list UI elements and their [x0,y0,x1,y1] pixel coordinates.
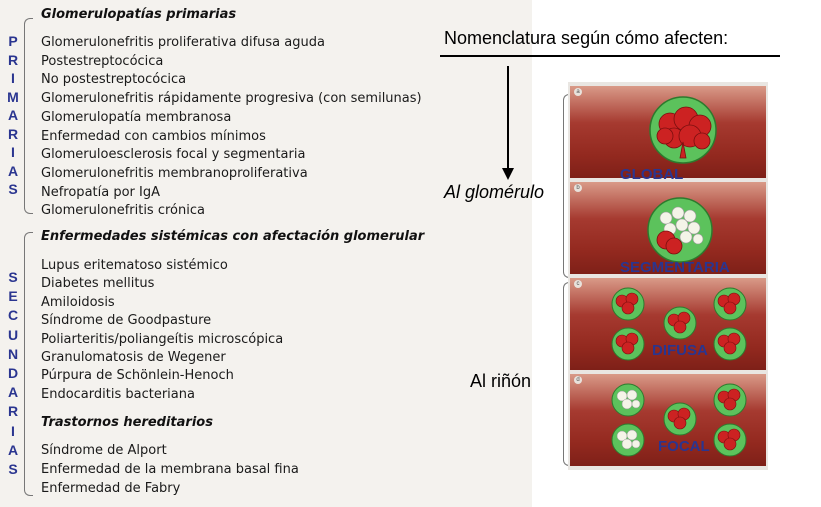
segmental-glomerulus-drawing [647,197,713,263]
vertical-letter: A [7,441,19,458]
diffuse-lesions [615,292,741,355]
tile-segmentaria: b SEGMENTARIA [570,182,766,276]
vertical-letter: S [8,181,18,197]
list-item: Poliarteritis/poliangeítis microscópica [41,331,284,347]
tile-letter-c: c [574,280,582,288]
list-item: Endocarditis bacteriana [41,386,195,402]
primarias-brace [24,18,33,214]
rinon-brace [563,282,572,466]
focal-normal-cells [616,389,641,450]
list-item: Amiloidosis [41,294,115,310]
tile-focal: d FOCAL [570,374,766,466]
label-al-glomerulo: Al glomérulo [444,182,545,202]
down-arrow-icon [502,168,514,180]
vertical-letter: D [7,364,19,381]
arteriole [679,141,687,159]
title-underline [440,55,780,57]
vertical-letter: I [11,144,15,160]
lesion-cluster [656,106,712,150]
vertical-letter: S [8,269,18,285]
tile-letter-b: b [574,184,582,192]
list-item: Nefropatía por IgA [41,184,160,200]
global-glomerulus-drawing [649,96,717,164]
label-al-rinon: Al riñón [470,371,532,391]
vertical-letter: N [7,345,19,362]
vertical-letter: A [7,384,19,401]
vertical-letter: E [8,288,18,305]
tile-label-global: GLOBAL [620,166,684,183]
list-item: Púrpura de Schönlein-Henoch [41,368,234,384]
list-item: Diabetes mellitus [41,276,155,292]
list-item: Enfermedad con cambios mínimos [41,128,266,144]
vertical-letter: R [7,125,19,142]
list-item: Glomerulopatía membranosa [41,109,232,125]
list-item: Glomeruloesclerosis focal y segmentaria [41,147,306,163]
histology-figure: a GLOBAL b SEGMENTARIA [568,82,768,470]
vertical-letter: S [8,460,18,477]
list-item: Síndrome de Alport [41,443,167,458]
vertical-letter: A [7,162,19,179]
list-item: Enfermedad de Fabry [41,481,181,496]
glomerulo-brace [563,94,572,278]
vertical-letter: I [11,422,15,439]
normal-cells [659,206,704,245]
vertical-letter: M [7,88,19,105]
nomenclature-title: Nomenclatura según cómo afecten: [444,28,729,48]
tile-letter-a: a [574,88,582,96]
list-item: Glomerulonefritis membranoproliferativa [41,165,308,181]
list-item: Glomerulonefritis proliferativa difusa a… [41,35,325,50]
secundarias-brace [24,232,33,496]
tile-label-segmentaria: SEGMENTARIA [620,259,730,276]
list-item: Enfermedad de la membrana basal fina [41,462,299,477]
vertical-letter: P [8,33,18,49]
tile-label-difusa: DIFUSA [652,342,708,359]
list-item: Glomerulonefritis rápidamente progresiva… [41,91,422,107]
list-item: Glomerulonefritis crónica [41,203,205,219]
focal-kidney-drawing [611,383,747,457]
hereditarios-heading: Trastornos hereditarios [41,415,213,430]
vertical-letter: C [7,307,19,324]
tile-label-focal: FOCAL [658,438,710,455]
vertical-letter: R [7,403,19,420]
vertical-letter: I [11,70,15,86]
focal-lesions [667,388,741,451]
tile-difusa: c DIFUSA [570,278,766,370]
vertical-letter: A [7,107,19,123]
lesion-segment [656,230,683,255]
vertical-letter: U [7,326,19,343]
diffuse-kidney-drawing [611,287,747,361]
list-item: No postestreptocócica [41,72,187,88]
list-item: Postestreptocócica [41,53,164,69]
sistemicas-heading: Enfermedades sistémicas con afectación g… [41,229,425,244]
list-item: Síndrome de Goodpasture [41,313,212,329]
tile-letter-d: d [574,376,582,384]
vertical-letter: R [7,51,19,68]
down-arrow-shaft [507,66,509,170]
tile-global: a GLOBAL [570,86,766,183]
list-item: Lupus eritematoso sistémico [41,258,228,273]
list-item: Granulomatosis de Wegener [41,350,226,365]
primarias-heading: Glomerulopatías primarias [41,7,237,22]
